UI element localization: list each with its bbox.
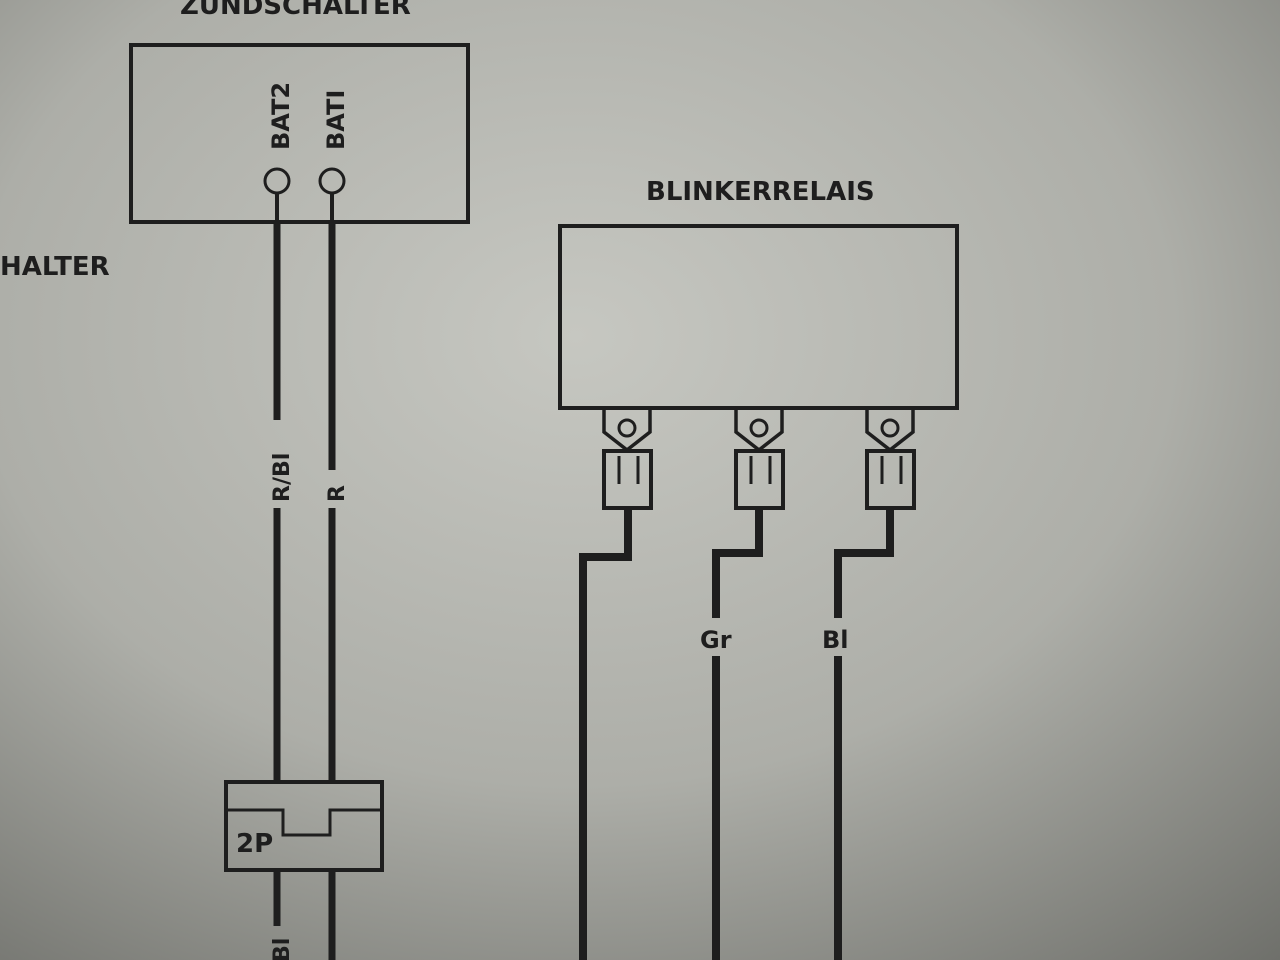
ignition-switch: ZUNDSCHALTER BAT2 BATI (129, 0, 470, 224)
relay-terminal-1 (579, 406, 653, 960)
ignition-switch-box (129, 43, 470, 224)
flasher-relay-title: BLINKERRELAIS (646, 177, 875, 207)
wire-label-bl: Bl (822, 626, 849, 654)
wire-label-r: R (325, 485, 350, 502)
relay-terminal-2 (712, 406, 785, 960)
wire-bl (834, 508, 894, 618)
relay-terminals (579, 406, 916, 960)
side-label-halter: HALTER (0, 252, 110, 282)
wire-gr (712, 508, 763, 618)
relay-terminal-3 (834, 406, 916, 960)
terminal-label-bat2: BAT2 (267, 82, 295, 150)
wire-label-r-bl: R/Bl (270, 453, 295, 502)
switch-wires (273, 222, 336, 960)
wire-label-gr: Gr (700, 626, 732, 654)
terminal-label-bat1: BATI (322, 90, 350, 150)
ignition-switch-title: ZUNDSCHALTER (180, 0, 411, 21)
connector-label: 2P (236, 829, 273, 859)
connector-2p (224, 780, 384, 872)
wire-label-bl-lower: Bl (270, 938, 295, 960)
